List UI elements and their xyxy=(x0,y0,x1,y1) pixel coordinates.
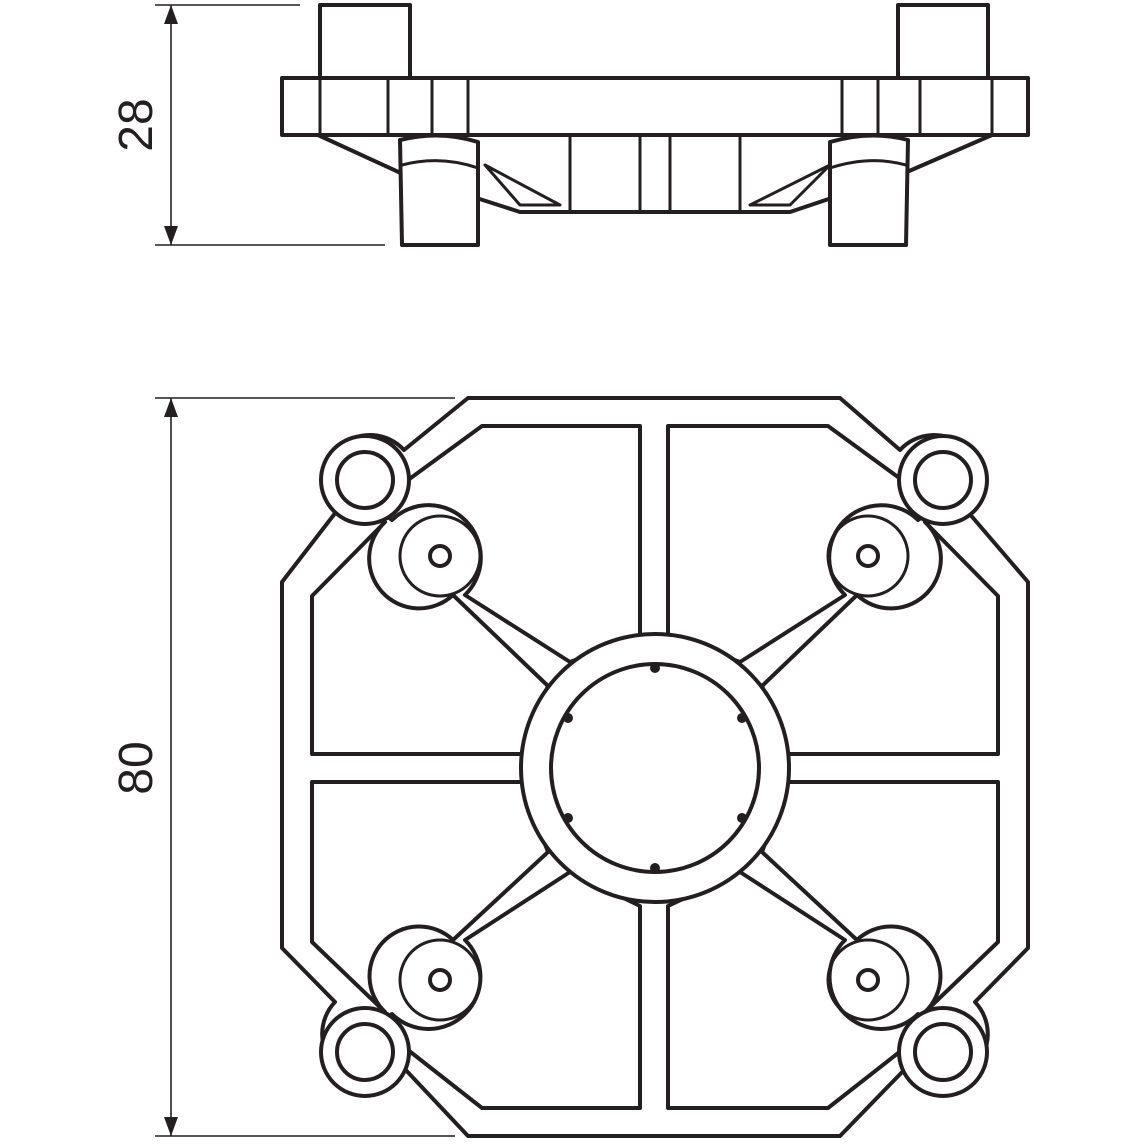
side-foot-right-detail xyxy=(829,159,907,170)
corner-hole-br xyxy=(913,1022,973,1082)
panel-left-upper xyxy=(310,520,550,756)
dim-arrow-up-2 xyxy=(164,398,178,417)
panel-right-lower xyxy=(760,780,1000,1014)
ring-notch-top xyxy=(650,663,660,673)
panel-right-upper xyxy=(760,520,1000,756)
center-ring-inner xyxy=(549,662,761,874)
panel-left-lower xyxy=(310,780,550,1014)
corner-hole-tr xyxy=(913,450,973,510)
dimension-height: 28 xyxy=(110,4,385,246)
ring-notch-upper-left xyxy=(563,713,573,723)
dim-arrow-down-2 xyxy=(164,1117,178,1136)
dim-height-label: 28 xyxy=(110,98,163,151)
inner-boss-tl xyxy=(398,514,482,598)
corner-hole-tl xyxy=(335,450,395,510)
inner-boss-br xyxy=(826,938,910,1022)
side-foot-left xyxy=(398,133,480,247)
ring-notch-bottom xyxy=(650,863,660,873)
panel-bottom-left xyxy=(376,870,642,1110)
side-foot-left-detail xyxy=(401,159,479,170)
corner-hole-bl xyxy=(335,1022,395,1082)
dim-width-label: 80 xyxy=(110,741,163,794)
dim-arrow-down xyxy=(164,226,178,245)
side-flange-inner xyxy=(386,76,922,137)
inner-boss-tr xyxy=(826,514,910,598)
side-flange-plate xyxy=(280,76,1030,137)
ring-notch-lower-right xyxy=(737,813,747,823)
ring-notch-lower-left xyxy=(563,813,573,823)
inner-boss-bl xyxy=(398,938,482,1022)
dim-arrow-up xyxy=(164,5,178,24)
top-view xyxy=(280,396,1030,1138)
side-taper-inner-left xyxy=(483,163,562,207)
side-taper-inner-right xyxy=(748,163,832,207)
dimension-width: 80 xyxy=(110,397,455,1137)
inner-hole-bl xyxy=(428,968,452,992)
panel-top-right xyxy=(666,424,934,664)
inner-hole-tl xyxy=(428,544,452,568)
ring-notch-upper-right xyxy=(737,713,747,723)
inner-hole-tr xyxy=(856,544,880,568)
side-view xyxy=(280,3,1030,247)
panel-top-left xyxy=(376,424,642,664)
side-foot-right xyxy=(828,133,910,247)
inner-hole-br xyxy=(856,968,880,992)
